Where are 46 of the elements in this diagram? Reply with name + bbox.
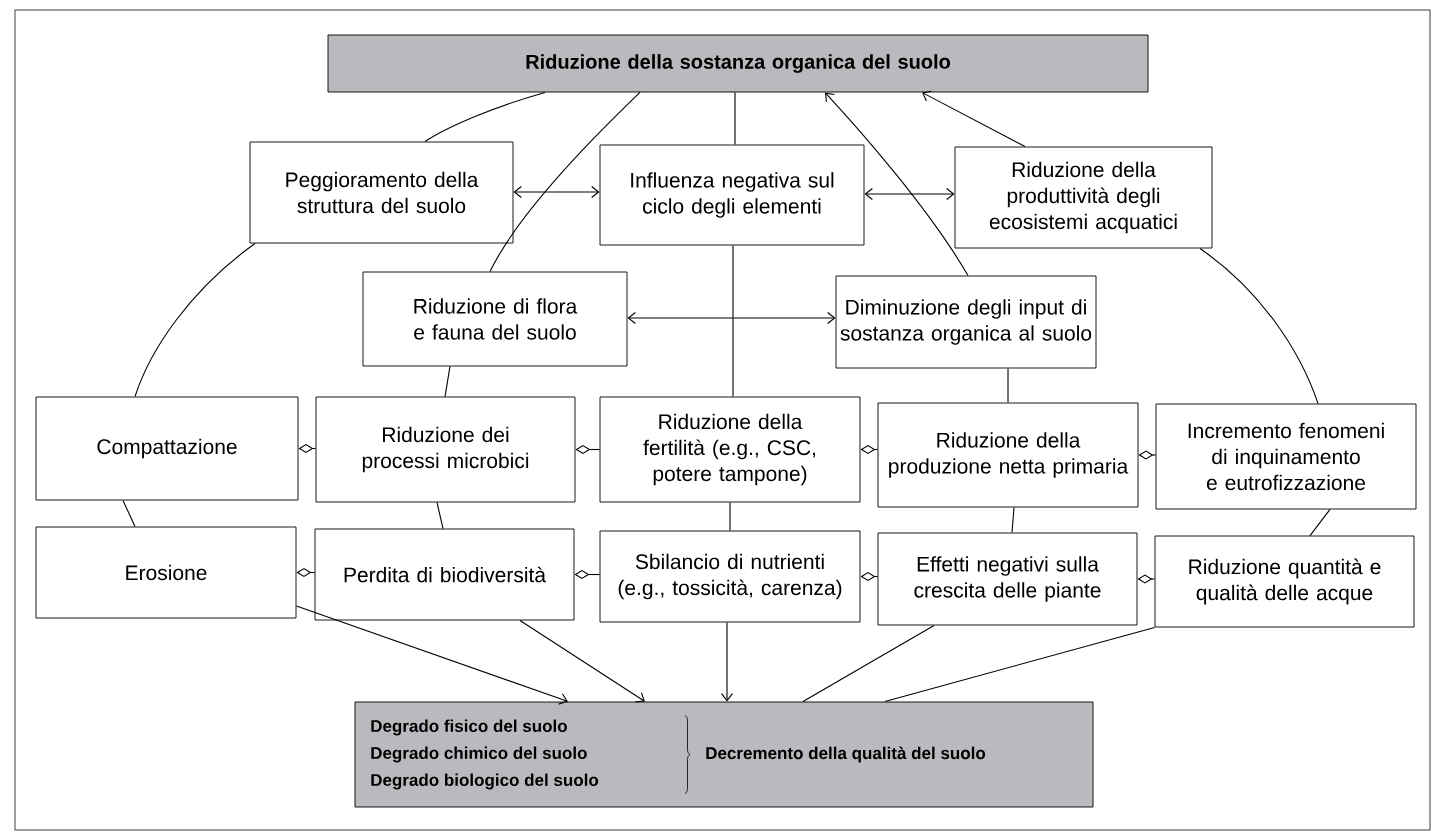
arrow [922,90,1026,148]
process-box: Riduzione di flora e fauna del suolo [362,271,628,367]
connector-line [729,501,731,532]
arrow [720,621,734,702]
connector-line [122,499,136,528]
connector-line [489,91,641,273]
connector-line [1309,508,1331,537]
process-box: Compattazione [35,396,299,501]
arrow [519,619,645,703]
arrow [295,605,568,705]
process-box: Riduzione della produttività degli ecosistemi acquatici [954,146,1213,249]
connector-line [734,91,736,146]
connector-line [802,624,935,703]
node-label: Decremento della qualità del suolo [706,746,986,763]
arrow [825,92,969,277]
process-box: Riduzione della fertilità (e.g., CSC, potere tampone) [599,396,861,503]
process-box: Influenza negativa sul ciclo degli elementi [599,144,865,246]
process-box: Riduzione quantità e qualità delle acque [1154,535,1415,628]
diamond-connector [298,444,317,453]
process-box: Erosione [35,526,297,619]
node-label: Degrado fisico del suolo [371,719,567,736]
process-box: Riduzione della produzione netta primaria [877,402,1139,508]
process-box: Peggioramento della struttura del suolo [249,141,514,244]
connector-line [436,501,444,530]
process-box: Perdita di biodiversità [314,528,575,621]
connector-line [424,91,546,143]
diamond-connector [296,568,316,577]
process-box: Sbilancio di nutrienti (e.g., tossicità, carenza) [599,530,861,623]
connector-line [1199,247,1319,405]
process-box: Diminuzione degli input di sostanza organica al suolo [835,275,1097,369]
connector-line [1011,506,1015,534]
connector-line [444,365,451,398]
header-box: Riduzione della sostanza organica del suolo [327,34,1149,93]
node-label: Degrado chimico del suolo [371,746,587,763]
process-box: Incremento fenomeni di inquinamento e eutrofizzazione [1155,403,1417,510]
double-arrow [627,311,836,325]
connector-line [134,242,256,398]
process-box: Effetti negativi sulla crescita delle piante [877,532,1138,626]
connector-line [1007,367,1009,404]
process-box: Riduzione dei processi microbici [315,396,576,503]
connector-line [884,626,1156,703]
outcome-box: Degrado fisico del suolo Degrado chimico del suolo Degrado biologico del suolo Decremento della qualità del suolo [354,701,1094,808]
node-label: Degrado biologico del suolo [371,773,599,790]
double-arrow [513,185,600,199]
connector-line [732,244,734,398]
double-arrow [864,187,955,201]
